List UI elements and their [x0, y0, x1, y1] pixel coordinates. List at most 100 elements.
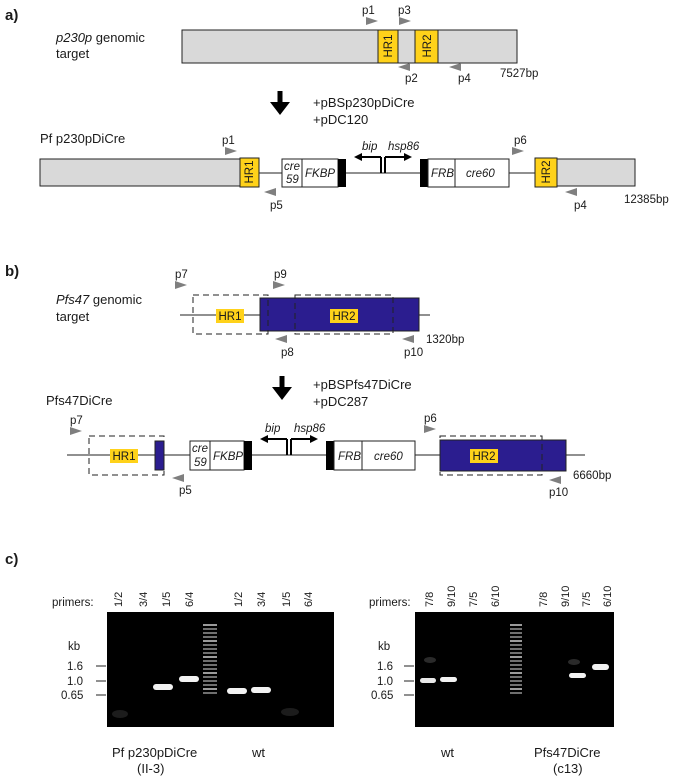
- left-gel-primers-label: primers:: [52, 597, 94, 609]
- b-plasmid-2: +pDC287: [313, 394, 368, 409]
- a-hr2-top-label: HR2: [422, 34, 434, 57]
- b-pfs47-5prime: [154, 440, 165, 471]
- left-kb-label: kb: [68, 641, 80, 653]
- right-lane-label: 9/10: [446, 586, 458, 607]
- a-p4-arrow: [449, 63, 461, 71]
- left-gel-smudge-2: [281, 708, 299, 716]
- b-cre59-line2: 59: [194, 457, 207, 469]
- left-lane-label: 1/2: [233, 592, 245, 607]
- b-p10b-label: p10: [549, 487, 568, 499]
- b-hr2-bottom-tag: [470, 449, 498, 463]
- a-plasmid-1: +pBSp230pDiCre: [313, 95, 415, 110]
- a-transfection-arrow-head: [270, 102, 290, 115]
- a-size-top: 7527bp: [500, 68, 538, 80]
- b-p10-label: p10: [404, 347, 423, 359]
- a-cre59-line1: cre: [284, 161, 300, 173]
- right-lane-label: 7/8: [424, 592, 436, 607]
- b-hr1-top-tag: [216, 309, 244, 323]
- ladder-rung: [510, 656, 522, 658]
- right-caption-clone: (c13): [553, 761, 583, 776]
- ladder-rung: [203, 664, 217, 666]
- left-gel: [107, 612, 334, 727]
- ladder-rung: [510, 636, 522, 638]
- ladder-rung: [203, 688, 217, 690]
- ladder-rung: [203, 636, 217, 638]
- right-lane-label: 7/5: [581, 592, 593, 607]
- left-band-1-5: [153, 684, 173, 690]
- panel-b-label: b): [5, 263, 19, 280]
- ladder-rung: [510, 640, 522, 642]
- b-terminator-2: [326, 441, 334, 470]
- a-p3-label: p3: [398, 5, 411, 17]
- b-hr1-top-label: HR1: [218, 311, 241, 323]
- a-genomic-locus: [181, 29, 518, 64]
- ladder-rung: [510, 624, 522, 626]
- left-lane-label: 3/4: [138, 592, 150, 607]
- a-hsp86-label: hsp86: [388, 141, 420, 153]
- b-p9-arrow: [273, 281, 285, 289]
- left-marker-1-6: 1.6: [67, 661, 83, 673]
- right-marker-1-0: 1.0: [377, 676, 393, 688]
- b-target-label: Pfs47 genomic: [56, 292, 142, 307]
- a-p1-label: p1: [362, 5, 375, 17]
- right-gel-ladder: [510, 624, 522, 694]
- a-p5-arrow: [264, 188, 276, 196]
- a-locus-right: [556, 158, 636, 187]
- right-lane-label: 7/8: [538, 592, 550, 607]
- right-gel-primers-label: primers:: [369, 597, 411, 609]
- left-caption-construct: Pf p230pDiCre: [112, 745, 197, 760]
- b-frb-label: FRB: [338, 451, 361, 463]
- ladder-rung: [510, 692, 522, 694]
- b-size-bottom: 6660bp: [573, 470, 611, 482]
- left-lane-label: 3/4: [256, 592, 268, 607]
- panel-a-label: a): [5, 7, 18, 24]
- a-terminator-2: [420, 159, 428, 187]
- b-hsp86-label: hsp86: [294, 423, 326, 435]
- ladder-rung: [510, 632, 522, 634]
- a-hr2-top: [414, 29, 439, 64]
- ladder-rung: [203, 660, 217, 662]
- left-band-wt-3-4: [251, 687, 271, 693]
- a-p2-arrow: [398, 63, 410, 71]
- a-p4-label: p4: [458, 73, 471, 85]
- a-p6-arrow: [512, 147, 524, 155]
- a-hr1-top: [377, 29, 399, 64]
- b-p7b-arrow: [70, 427, 82, 435]
- a-p5-label: p5: [270, 200, 283, 212]
- a-locus-left: [39, 158, 241, 187]
- left-lane-label: 1/5: [161, 592, 173, 607]
- right-band-wt-7-8: [420, 678, 436, 683]
- ladder-rung: [510, 688, 522, 690]
- b-hr1-region-top: [192, 294, 269, 335]
- b-construct-label: Pfs47DiCre: [46, 393, 112, 408]
- a-size-bottom: 12385bp: [624, 194, 669, 206]
- b-hr2-region-top: [294, 294, 394, 335]
- right-band-wt-9-10: [440, 677, 457, 682]
- ladder-rung: [510, 676, 522, 678]
- ladder-rung: [510, 644, 522, 646]
- a-p2-label: p2: [405, 73, 418, 85]
- a-plasmid-2: +pDC120: [313, 112, 368, 127]
- b-transfection-arrow-head: [272, 387, 292, 400]
- right-lane-label: 9/10: [560, 586, 572, 607]
- a-cre59-fkbp-box: [281, 158, 339, 188]
- b-p7-label: p7: [175, 269, 188, 281]
- b-frb-cre60-box: [333, 440, 416, 471]
- left-caption-wt: wt: [251, 745, 265, 760]
- ladder-rung: [203, 656, 217, 658]
- a-hr1-bottom-label: HR1: [244, 160, 256, 183]
- ladder-rung: [203, 668, 217, 670]
- b-hr2-region-bottom: [439, 435, 543, 476]
- b-target-rest: genomic: [89, 292, 142, 307]
- a-p4b-arrow: [565, 188, 577, 196]
- right-gel-smudge-1: [424, 657, 436, 663]
- a-frb-label: FRB: [431, 168, 454, 180]
- b-cre59-line1: cre: [192, 443, 208, 455]
- right-marker-1-6: 1.6: [377, 661, 393, 673]
- ladder-rung: [203, 624, 217, 626]
- b-hr1-bottom-label: HR1: [112, 451, 135, 463]
- left-caption-clone: (II-3): [137, 761, 164, 776]
